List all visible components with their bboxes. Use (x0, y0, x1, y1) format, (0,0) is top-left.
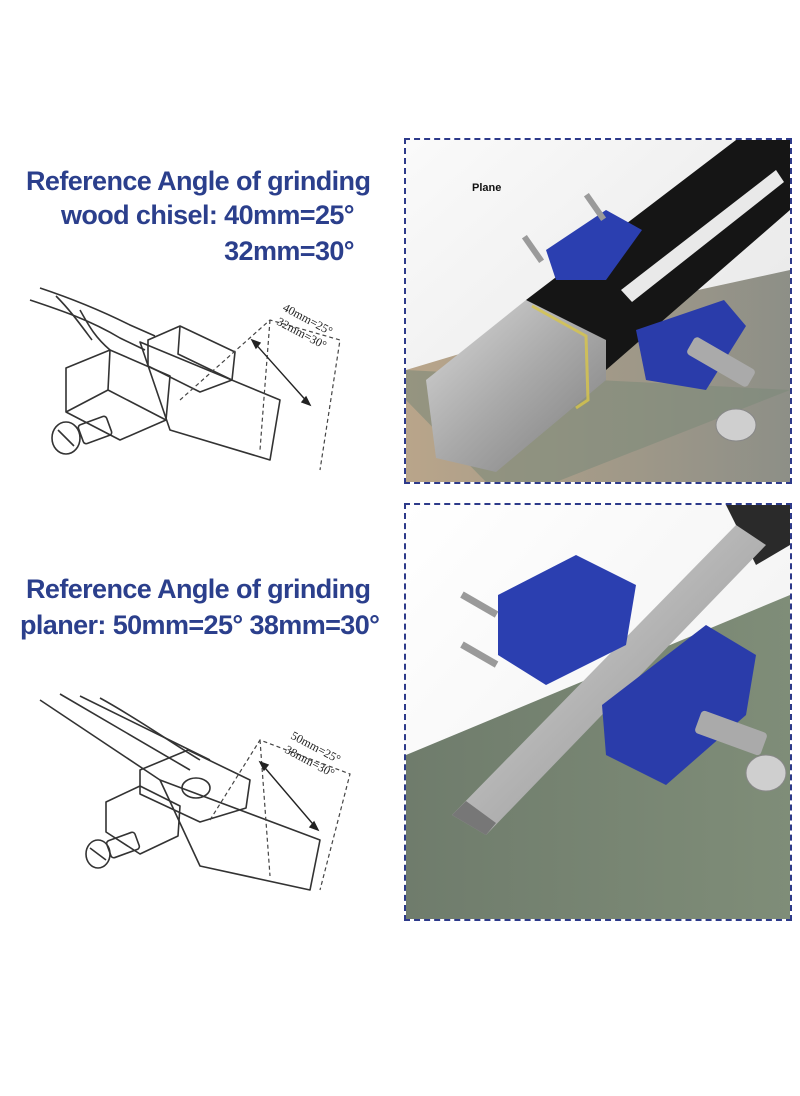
planer-heading-line1: Reference Angle of grinding (26, 574, 371, 604)
planer-guide-drawing: 50mm=25° 38mm=30° (39, 693, 351, 891)
plane-iron-photo: Plane (404, 138, 792, 484)
plane-label: Plane (472, 182, 502, 194)
planer-heading-line2: planer: 50mm=25° 38mm=30° (20, 610, 380, 640)
chisel-heading-line3: 32mm=30° (224, 236, 354, 266)
chisel-photo (404, 503, 792, 921)
chisel-heading-line2: wood chisel: 40mm=25° (60, 200, 355, 230)
chisel-guide-drawing: 40mm=25° 32mm=30° (29, 287, 341, 471)
chisel-heading-line1: Reference Angle of grinding (26, 166, 371, 196)
